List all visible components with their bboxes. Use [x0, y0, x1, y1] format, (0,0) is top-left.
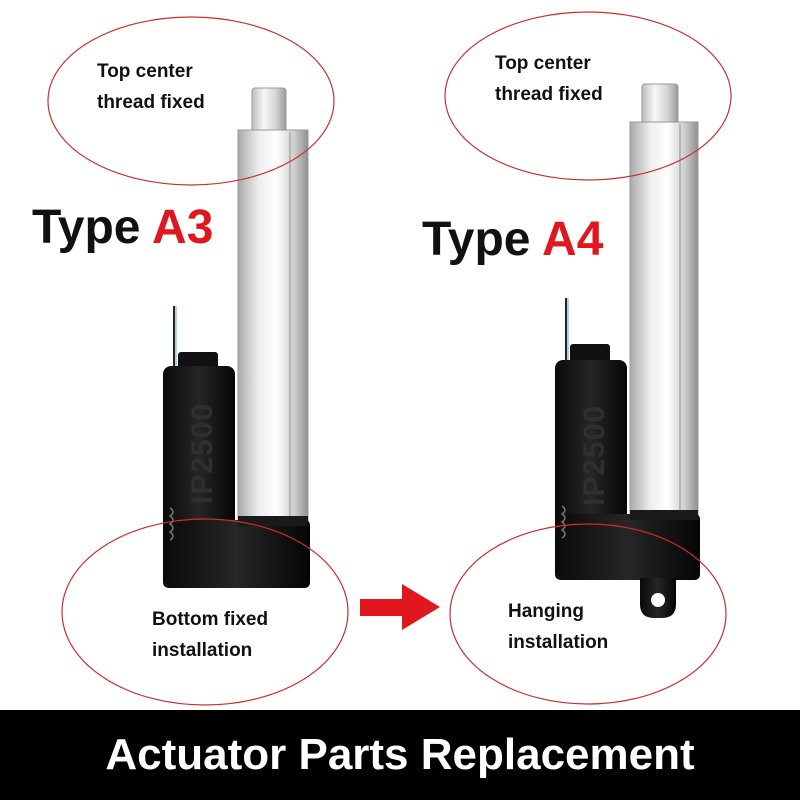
- title-banner: Actuator Parts Replacement: [0, 710, 800, 800]
- right-arrow-icon: [360, 584, 440, 630]
- right-actuator: [555, 83, 700, 618]
- right-type-heading: Type A4: [422, 212, 603, 268]
- left-bottom-label: Bottom fixed installation: [152, 604, 268, 666]
- left-type-code: A3: [152, 201, 214, 254]
- left-top-label-line2: thread fixed: [97, 92, 205, 113]
- left-type-heading: Type A3: [32, 200, 213, 256]
- right-bottom-label: Hanging installation: [508, 596, 608, 658]
- right-type-code: A4: [542, 213, 604, 266]
- left-top-callout-ellipse: [47, 16, 335, 186]
- left-top-label: Top center thread fixed: [97, 56, 205, 118]
- right-top-label: Top center thread fixed: [495, 48, 603, 110]
- right-housing-text: IP2500: [578, 405, 611, 506]
- right-type-word: Type: [422, 213, 531, 266]
- left-housing-text: IP2500: [186, 403, 219, 504]
- left-bottom-callout-ellipse: [61, 518, 349, 706]
- right-top-label-line1: Top center: [495, 53, 591, 74]
- right-top-callout-ellipse: [444, 11, 732, 181]
- left-bottom-label-line2: installation: [152, 640, 253, 661]
- right-bottom-label-line1: Hanging: [508, 601, 584, 622]
- left-type-word: Type: [32, 201, 141, 254]
- left-top-label-line1: Top center: [97, 61, 193, 82]
- right-top-label-line2: thread fixed: [495, 84, 603, 105]
- banner-title: Actuator Parts Replacement: [105, 730, 695, 779]
- right-bottom-callout-ellipse: [449, 523, 727, 705]
- right-bottom-label-line2: installation: [508, 632, 609, 653]
- left-bottom-label-line1: Bottom fixed: [152, 609, 269, 630]
- left-actuator: [163, 87, 310, 588]
